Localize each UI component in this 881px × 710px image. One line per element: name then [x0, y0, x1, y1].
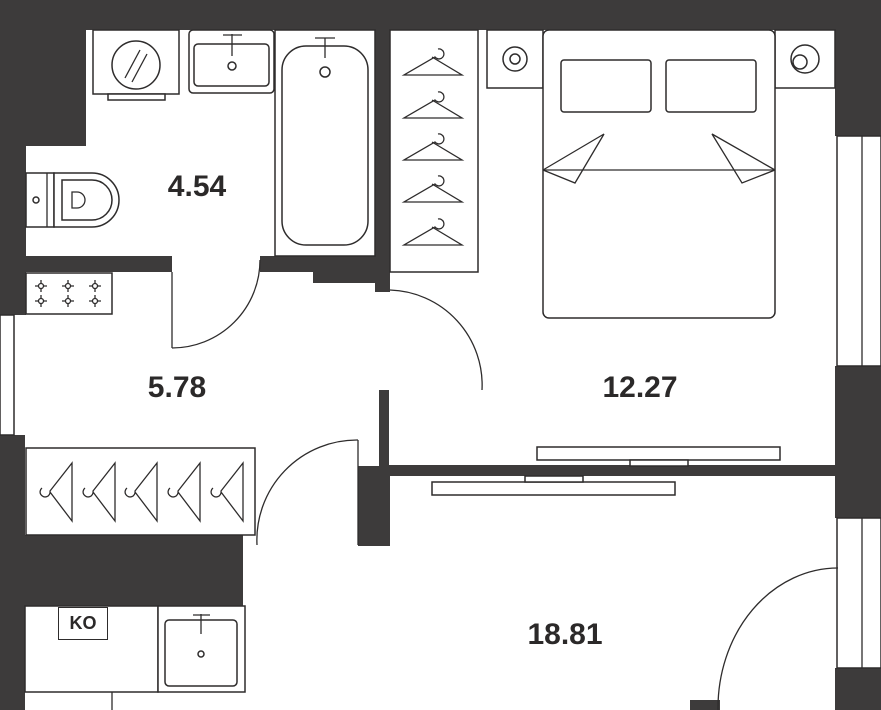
- toilet: [25, 172, 120, 228]
- hanger-icon: [167, 461, 201, 523]
- burner-tick: [89, 295, 101, 307]
- burner-tick: [35, 280, 47, 292]
- bed: [486, 29, 836, 319]
- stove: [25, 272, 113, 315]
- hanger-icon: [401, 218, 465, 246]
- kitchen-ko-label: KO: [58, 607, 108, 640]
- hanger-icon: [401, 91, 465, 119]
- burner-tick: [62, 295, 74, 307]
- burner-tick: [89, 280, 101, 292]
- bathtub: [274, 29, 376, 257]
- burner-icon: [37, 282, 45, 290]
- hanger-icon: [39, 461, 73, 523]
- kitchen-counter: [24, 605, 246, 710]
- burner-icon: [91, 297, 99, 305]
- hallway-wardrobe: [25, 447, 256, 536]
- hanger-icon: [210, 461, 244, 523]
- burner-icon: [37, 297, 45, 305]
- bathroom-sink: [188, 29, 275, 94]
- tv-stands: [431, 446, 781, 496]
- bathroom-area: 4.54: [167, 170, 227, 203]
- windows: [0, 135, 881, 669]
- burner-icon: [64, 297, 72, 305]
- bedroom-area: 12.27: [602, 371, 678, 404]
- hallway-area: 5.78: [147, 371, 207, 404]
- living-kitchen-area: 18.81: [527, 618, 603, 651]
- hanger-icon: [124, 461, 158, 523]
- washing-machine: [92, 29, 180, 101]
- burner-tick: [62, 280, 74, 292]
- hanger-icon: [401, 133, 465, 161]
- doors: [171, 259, 839, 710]
- hanger-icon: [401, 175, 465, 203]
- burner-icon: [91, 282, 99, 290]
- burner-icon: [64, 282, 72, 290]
- bedroom-wardrobe: [389, 29, 479, 273]
- hanger-icon: [401, 48, 465, 76]
- burner-tick: [35, 295, 47, 307]
- hanger-icon: [82, 461, 116, 523]
